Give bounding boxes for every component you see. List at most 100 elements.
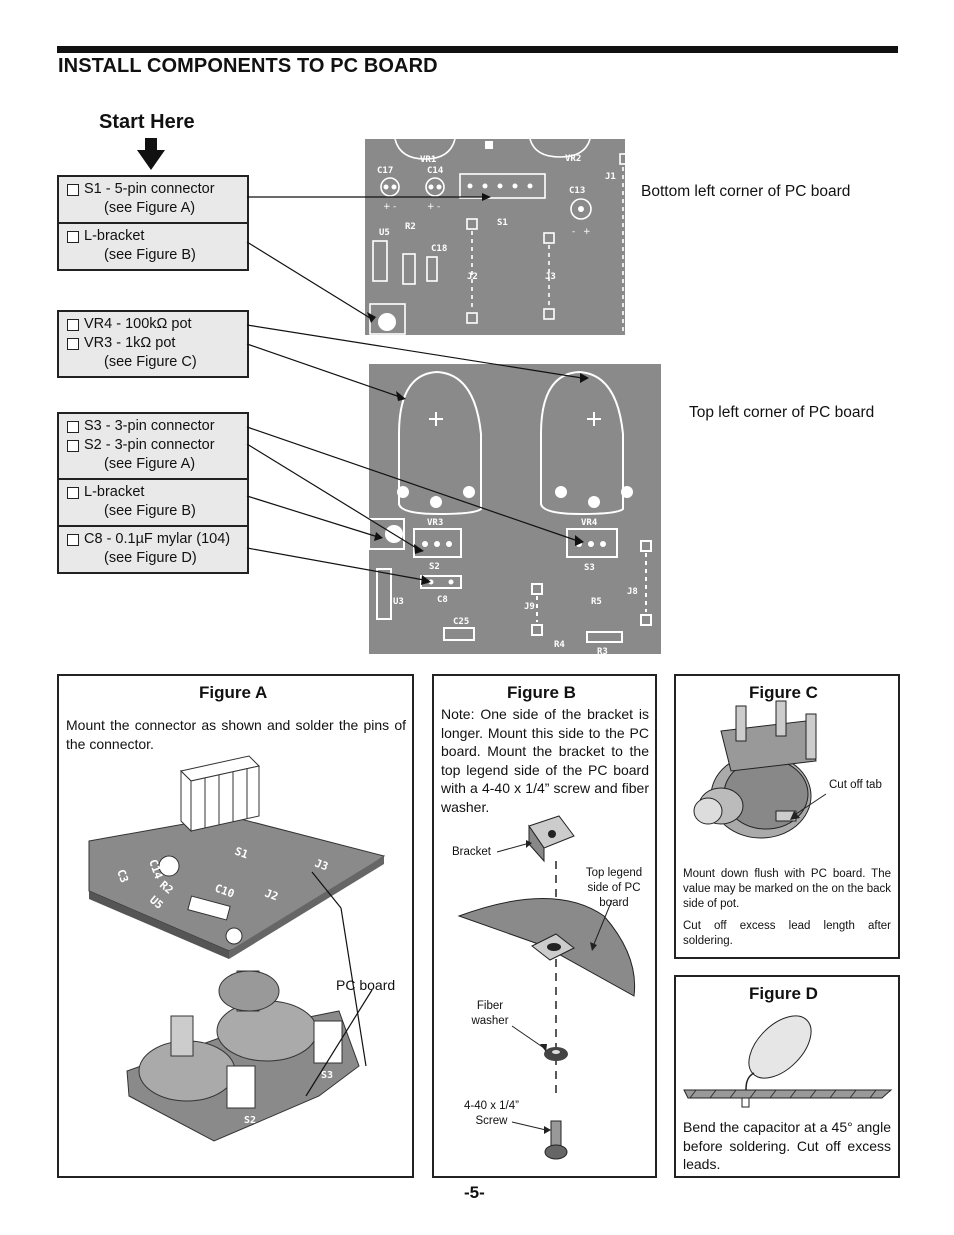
silk-r4: R4 <box>554 640 565 650</box>
page-title: INSTALL COMPONENTS TO PC BOARD <box>58 55 438 77</box>
checklist-item-l-bracket: L-bracket (see Figure B) <box>59 224 247 269</box>
svg-text:+: + <box>383 202 391 212</box>
caption-bottom-left: Bottom left corner of PC board <box>641 183 851 200</box>
checklist-item-connectors: S3 - 3-pin connector S2 - 3-pin connecto… <box>59 414 247 480</box>
checklist-item-s1: S1 - 5-pin connector (see Figure A) <box>59 177 247 224</box>
silk-j8: J8 <box>627 587 638 597</box>
figure-b-title: Figure B <box>507 683 576 702</box>
silk-s3: S3 <box>584 563 595 573</box>
item-label: L-bracket <box>84 228 145 244</box>
silk-c17: C17 <box>377 166 393 176</box>
item-ref: (see Figure D) <box>104 550 197 566</box>
checklist-item-pots: VR4 - 100kΩ pot VR3 - 1kΩ pot (see Figur… <box>59 312 247 376</box>
figure-b-panel: Figure B Note: One side of the bracket i… <box>432 674 657 1178</box>
silk-j2: J2 <box>263 887 280 904</box>
figure-a-panel: Figure A Mount the connector as shown an… <box>57 674 414 1178</box>
legend-side-label: Top legend side of PC board <box>585 867 643 909</box>
silk-s1: S1 <box>497 218 508 228</box>
silk-r2: R2 <box>405 222 416 232</box>
item-ref: (see Figure C) <box>104 354 197 370</box>
silk-s1: S1 <box>233 845 250 862</box>
top-rule <box>57 46 898 53</box>
silk-vr2: VR2 <box>565 154 581 164</box>
checkbox[interactable] <box>67 230 79 243</box>
item-label: L-bracket <box>84 484 145 500</box>
silk-j2: J2 <box>467 272 478 282</box>
silk-u3: U3 <box>393 597 404 607</box>
checkbox[interactable] <box>67 439 79 452</box>
item-label: S1 - 5-pin connector <box>84 181 215 197</box>
silk-c14: C14 <box>427 166 444 176</box>
figure-a-title: Figure A <box>199 683 268 702</box>
item-label: S3 - 3-pin connector <box>84 418 215 434</box>
start-arrow-icon <box>137 138 165 170</box>
item-ref: (see Figure A) <box>104 200 196 216</box>
item-label: VR4 - 100kΩ pot <box>84 316 192 332</box>
figure-c-illustration <box>693 700 827 839</box>
svg-text:-: - <box>437 202 440 212</box>
silk-j3: J3 <box>313 857 330 874</box>
figure-c-text-1: Mount down flush with PC board. The valu… <box>683 868 891 910</box>
pcb-artwork: VR3 VR4 S2 S3 C8 U3 C25 J9 R5 J8 R4 R3 <box>369 370 652 654</box>
item-ref: (see Figure B) <box>104 247 196 263</box>
figure-c-panel: Figure C Cut off tab Mount down flush wi… <box>674 674 900 959</box>
figure-c-title: Figure C <box>749 683 818 702</box>
svg-text:+: + <box>427 202 435 212</box>
bracket-label: Bracket <box>452 846 491 858</box>
svg-text:-: - <box>393 202 396 212</box>
figure-d-panel: Figure D Bend the capacitor at a 45° ang… <box>674 975 900 1178</box>
checkbox[interactable] <box>67 183 79 196</box>
checkbox[interactable] <box>67 486 79 499</box>
checklist-item-c8: C8 - 0.1µF mylar (104) (see Figure D) <box>59 527 247 572</box>
silk-c8: C8 <box>437 595 448 605</box>
silk-vr4: VR4 <box>581 518 598 528</box>
svg-text:-: - <box>572 227 575 237</box>
silk-j3: J3 <box>545 272 556 282</box>
silk-c25: C25 <box>453 617 469 627</box>
checkbox[interactable] <box>67 318 79 331</box>
silk-r3: R3 <box>597 647 608 654</box>
svg-text:+: + <box>583 227 591 237</box>
silk-u5: U5 <box>379 228 390 238</box>
pcb-top-left-image: VR3 VR4 S2 S3 C8 U3 C25 J9 R5 J8 R4 R3 <box>369 364 661 654</box>
silk-c13: C13 <box>569 186 585 196</box>
checklist-item-l-bracket-2: L-bracket (see Figure B) <box>59 480 247 527</box>
checklist-group-3: S3 - 3-pin connector S2 - 3-pin connecto… <box>57 412 249 574</box>
silk-c3: C3 <box>114 868 131 885</box>
silk-c18: C18 <box>431 244 447 254</box>
silk-c10: C10 <box>213 882 236 901</box>
silk-s3: S3 <box>321 1070 333 1081</box>
screw-label: 4-40 x 1/4” Screw <box>464 1100 519 1127</box>
item-ref: (see Figure A) <box>104 456 196 472</box>
checkbox[interactable] <box>67 337 79 350</box>
caption-top-left: Top left corner of PC board <box>689 404 875 421</box>
silk-r5: R5 <box>591 597 602 607</box>
figure-b-text: Note: One side of the bracket is longer.… <box>441 706 649 815</box>
checkbox[interactable] <box>67 420 79 433</box>
figure-d-title: Figure D <box>749 984 818 1003</box>
silk-vr3: VR3 <box>427 518 443 528</box>
figure-b-illustration <box>457 815 636 1160</box>
cut-off-tab-label: Cut off tab <box>829 779 882 791</box>
figure-d-illustration <box>683 1015 893 1108</box>
pcb-artwork: C17 VR1 C14 VR2 C13 S1 R2 U5 C18 J2 J3 J… <box>369 139 625 335</box>
pc-board-label: PC board <box>336 977 396 993</box>
item-ref: (see Figure B) <box>104 503 196 519</box>
silk-s2: S2 <box>429 562 440 572</box>
item-label: C8 - 0.1µF mylar (104) <box>84 531 231 547</box>
figure-a-illustration: S1 J3 J2 C14 C3 R2 C10 U5 S2 S3 <box>88 755 386 1142</box>
silk-vr1: VR1 <box>420 155 436 165</box>
item-label: VR3 - 1kΩ pot <box>84 335 176 351</box>
silk-j1: J1 <box>605 172 616 182</box>
figure-d-text: Bend the capacitor at a 45° angle before… <box>683 1119 891 1172</box>
figure-c-text-2: Cut off excess lead length after solderi… <box>683 920 891 947</box>
checkbox[interactable] <box>67 533 79 546</box>
washer-label: Fiber washer <box>471 1000 509 1027</box>
checklist-group-1: S1 - 5-pin connector (see Figure A) L-br… <box>57 175 249 271</box>
item-label: S2 - 3-pin connector <box>84 437 215 453</box>
silk-s2: S2 <box>244 1115 256 1126</box>
checklist-group-2: VR4 - 100kΩ pot VR3 - 1kΩ pot (see Figur… <box>57 310 249 378</box>
silk-j9: J9 <box>524 602 535 612</box>
start-here-label: Start Here <box>99 111 195 133</box>
page-number: -5- <box>464 1183 485 1202</box>
